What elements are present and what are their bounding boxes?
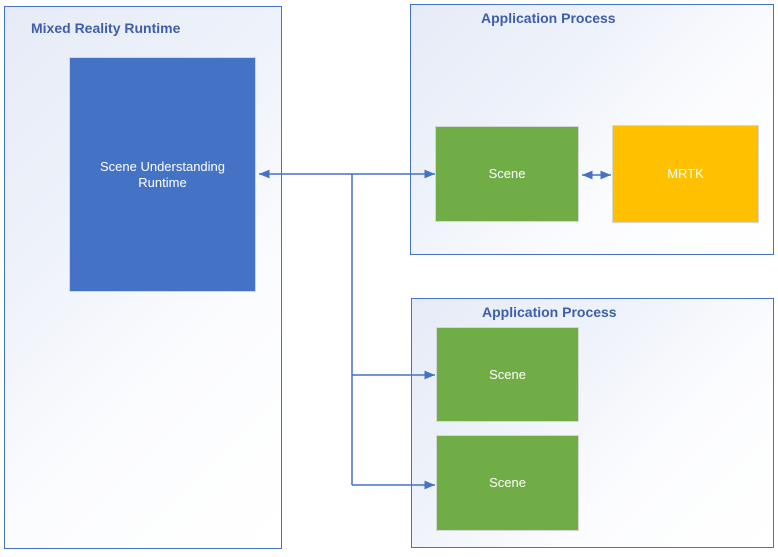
box-scene-top: Scene xyxy=(435,126,579,222)
container-application-process-top: Application Process Scene MRTK xyxy=(410,4,774,255)
box-scene-middle: Scene xyxy=(436,327,579,422)
container-title-mixed-reality-runtime: Mixed Reality Runtime xyxy=(31,20,181,36)
container-application-process-bottom: Application Process Scene Scene xyxy=(411,298,774,548)
box-mrtk-label: MRTK xyxy=(667,166,704,182)
box-mrtk: MRTK xyxy=(612,125,759,223)
container-title-application-process-bottom: Application Process xyxy=(482,304,617,320)
box-scene-understanding-runtime-label: Scene Understanding Runtime xyxy=(99,158,226,190)
box-scene-bottom: Scene xyxy=(436,435,579,531)
container-mixed-reality-runtime: Mixed Reality Runtime Scene Understandin… xyxy=(4,6,282,549)
box-scene-middle-label: Scene xyxy=(489,366,526,382)
container-title-application-process-top: Application Process xyxy=(481,10,616,26)
box-scene-top-label: Scene xyxy=(488,166,526,182)
box-scene-understanding-runtime: Scene Understanding Runtime xyxy=(69,57,256,292)
box-scene-bottom-label: Scene xyxy=(489,475,526,491)
